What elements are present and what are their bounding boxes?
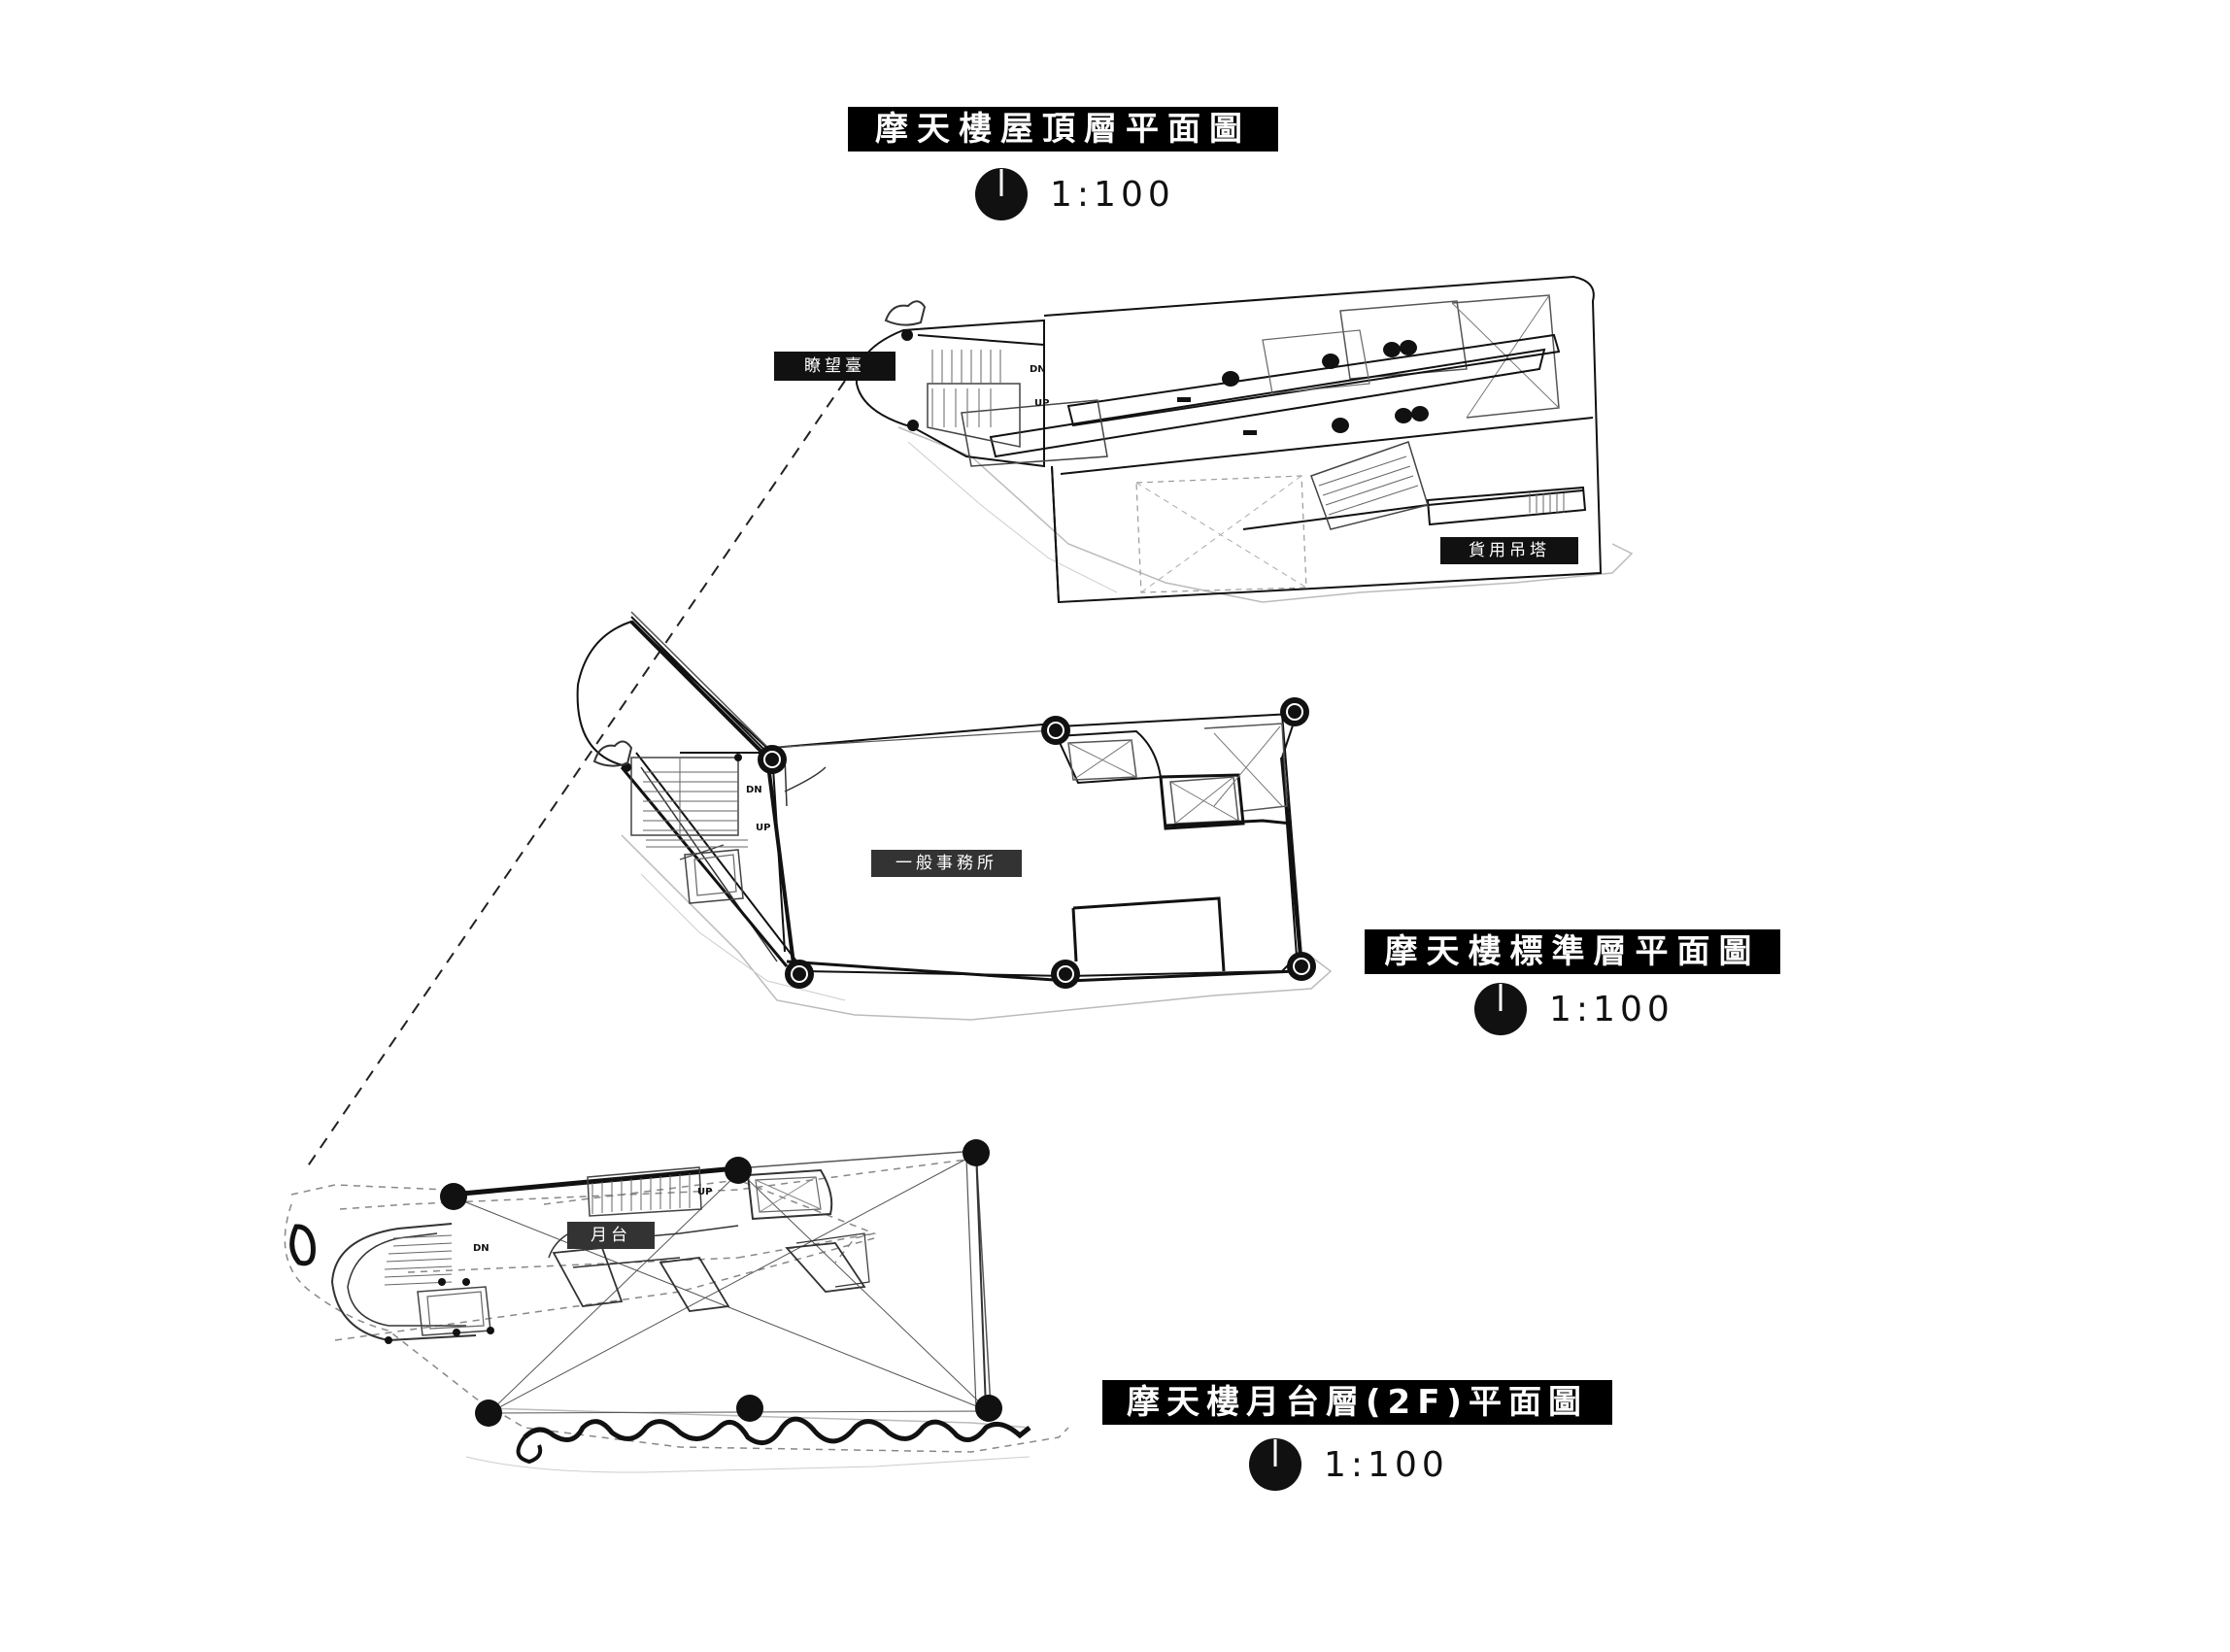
moon-stair-hatch bbox=[384, 1173, 691, 1286]
standard-stair-up-mark: UP bbox=[756, 823, 770, 833]
standard-plan bbox=[576, 611, 1333, 1021]
north-arrow-icon bbox=[1474, 983, 1527, 1035]
standard-gargoyle-ornament bbox=[592, 740, 633, 767]
standard-columns bbox=[622, 697, 1316, 989]
roof-columns bbox=[901, 329, 1429, 435]
standard-stair-dn-mark: DN bbox=[746, 785, 762, 795]
standard-plan-title: 摩天樓標準層平面圖 bbox=[1365, 929, 1780, 974]
standard-stair-hatch bbox=[643, 758, 748, 848]
room-label-cargo-crane: 貨用吊塔 bbox=[1440, 537, 1578, 564]
moon-cliff-hook bbox=[516, 1435, 543, 1465]
moon-scale-ratio: 1:100 bbox=[1324, 1444, 1449, 1485]
standard-scale: 1:100 bbox=[1473, 980, 1674, 1038]
room-label-platform: 月台 bbox=[567, 1222, 655, 1249]
dashed-connector-line bbox=[306, 380, 846, 1168]
roof-plan-title: 摩天樓屋頂層平面圖 bbox=[848, 107, 1278, 152]
standard-column-cores bbox=[763, 703, 1310, 983]
room-label-office: 一般事務所 bbox=[871, 850, 1022, 877]
roof-stair-hatch bbox=[931, 350, 1565, 516]
moon-plan-title: 摩天樓月台層(2F)平面圖 bbox=[1102, 1380, 1612, 1425]
moon-stair-dn-mark: DN bbox=[473, 1243, 490, 1254]
standard-scale-ratio: 1:100 bbox=[1549, 989, 1674, 1029]
moon-columns bbox=[385, 1139, 1002, 1427]
roof-plan bbox=[855, 275, 1634, 604]
moon-scale: 1:100 bbox=[1248, 1435, 1449, 1494]
roof-scale-ratio: 1:100 bbox=[1050, 174, 1175, 215]
roof-scale: 1:100 bbox=[974, 165, 1175, 223]
standard-column-centers bbox=[765, 705, 1308, 981]
moon-stair-up-mark: UP bbox=[697, 1187, 712, 1197]
roof-stair-dn-mark: DN bbox=[1030, 364, 1046, 375]
moon-plan bbox=[284, 1150, 1069, 1473]
moon-cliff-edge bbox=[523, 1416, 1031, 1446]
roof-stair-up-mark: UP bbox=[1034, 398, 1049, 409]
room-label-observation-deck: 瞭望臺 bbox=[774, 352, 895, 381]
north-arrow-icon bbox=[1249, 1438, 1301, 1491]
north-arrow-icon bbox=[975, 168, 1028, 220]
roof-gargoyle-ornament bbox=[884, 300, 927, 326]
